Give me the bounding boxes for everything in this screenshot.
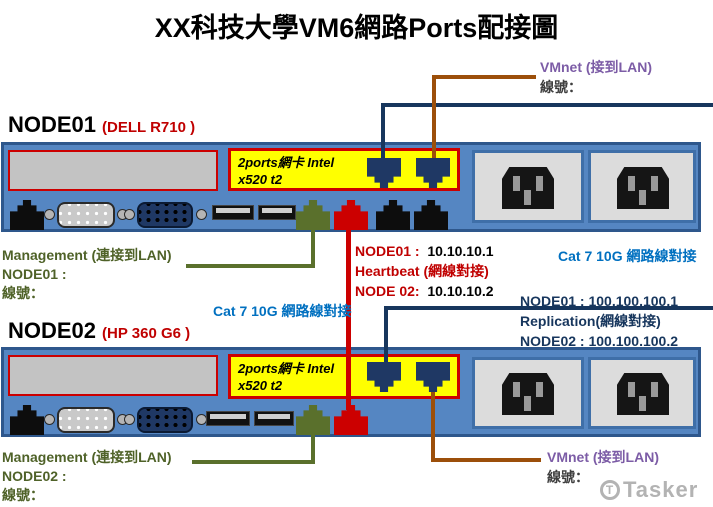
replication-cable-vertical: [384, 306, 388, 366]
node02-vga-port-icon: [137, 407, 193, 433]
node01-management-line1: Management (連接到LAN): [2, 247, 172, 263]
node02-psu2-power-inlet-icon: [617, 373, 669, 415]
management-cable-vertical-node01: [311, 228, 315, 268]
management-cable-vertical-node02: [311, 430, 315, 463]
vmnet-top-wire-number: 線號：: [540, 79, 582, 95]
replication-cable-horizontal: [386, 306, 713, 310]
node01-management-line2: NODE01 :: [2, 266, 67, 282]
node02-name: NODE02: [8, 318, 97, 343]
node02-nic-label-line1: 2ports網卡 Intel: [238, 361, 335, 376]
node02-usb-port2-icon: [254, 411, 294, 426]
cat7-label-right: Cat 7 10G 網路線對接: [558, 248, 697, 264]
node01-management-line3: 線號：: [2, 285, 44, 301]
node02-management-label: Management (連接到LAN) NODE02 : 線號：: [2, 448, 172, 505]
heartbeat-node02-ip: 10.10.10.2: [427, 283, 494, 299]
management-cable-horizontal-node01: [186, 264, 315, 268]
diagram-title: XX科技大學VM6網路Ports配接圖: [154, 13, 559, 43]
heartbeat-cable-red: [346, 228, 351, 410]
node01-vga-screw-left: [124, 209, 135, 220]
node01-nic-label-line2: x520 t2: [238, 172, 283, 187]
node02-usb-port1-icon: [206, 411, 250, 426]
node01-header: NODE01 (DELL R710 ): [8, 112, 195, 138]
vmnet-bottom-label: VMnet (接到LAN): [547, 449, 659, 465]
node01-psu1-power-inlet-icon: [502, 167, 554, 209]
node01-psu2: [588, 150, 696, 223]
node01-drive-bay-panel: [8, 150, 218, 191]
node01-nic-box: 2ports網卡 Intel x520 t2: [228, 148, 460, 191]
vmnet-cable-brown-vertical-node02: [431, 392, 435, 461]
vmnet-cable-navy-vertical-node01: [381, 103, 385, 160]
replication-node02-ip: NODE02 : 100.100.100.2: [520, 333, 678, 349]
node02-psu1-power-inlet-icon: [502, 373, 554, 415]
tasker-logo-icon: T: [600, 480, 620, 500]
node01-psu2-power-inlet-icon: [617, 167, 669, 209]
node02-management-line2: NODE02 :: [2, 468, 67, 484]
node02-drive-bay-panel: [8, 355, 218, 396]
vmnet-cable-navy-horizontal-node01: [383, 103, 713, 107]
node01-name: NODE01: [8, 112, 97, 137]
vmnet-cable-brown-horizontal-node01: [434, 75, 536, 79]
node02-serial-port-icon: [57, 407, 115, 433]
node02-psu1: [472, 357, 584, 429]
node02-nic-label-line2: x520 t2: [238, 378, 283, 393]
heartbeat-node02-label: NODE 02:: [355, 283, 420, 299]
replication-title: Replication(網線對接): [520, 313, 661, 329]
heartbeat-node01-ip: 10.10.10.1: [427, 243, 494, 259]
vmnet-top-label: VMnet (接到LAN): [540, 59, 652, 75]
node02-header: NODE02 (HP 360 G6 ): [8, 318, 190, 344]
watermark-logo: T Tasker: [600, 477, 698, 503]
node02-model: (HP 360 G6 ): [102, 325, 191, 342]
node01-psu1: [472, 150, 584, 223]
node01-nic-label-line1: 2ports網卡 Intel: [238, 155, 335, 170]
heartbeat-title: Heartbeat (網線對接): [355, 263, 489, 279]
node02-serial-screw-left: [44, 414, 55, 425]
replication-info-block: NODE01 : 100.100.100.1 Replication(網線對接)…: [520, 291, 678, 351]
node01-vga-port-icon: [137, 202, 193, 228]
node01-serial-screw-left: [44, 209, 55, 220]
replication-node01-ip: NODE01 : 100.100.100.1: [520, 293, 678, 309]
heartbeat-node01-label: NODE01 :: [355, 243, 420, 259]
node01-usb-port1-icon: [212, 205, 254, 220]
vmnet-bottom-wire-number: 線號：: [547, 469, 589, 485]
watermark-text: Tasker: [623, 477, 699, 502]
node01-usb-port2-icon: [258, 205, 296, 220]
heartbeat-info-block: NODE01 : 10.10.10.1 Heartbeat (網線對接) NOD…: [355, 241, 494, 301]
node02-management-line1: Management (連接到LAN): [2, 449, 172, 465]
node01-management-label: Management (連接到LAN) NODE01 : 線號：: [2, 246, 172, 303]
node02-psu2: [588, 357, 696, 429]
node02-management-line3: 線號：: [2, 487, 44, 503]
management-cable-horizontal-node02: [192, 460, 315, 464]
node01-vga-screw-right: [196, 209, 207, 220]
vmnet-cable-brown-horizontal-node02: [431, 458, 541, 462]
cat7-label-left: Cat 7 10G 網路線對接: [213, 303, 352, 319]
node01-serial-port-icon: [57, 202, 115, 228]
node02-vga-screw-left: [124, 414, 135, 425]
node02-nic-box: 2ports網卡 Intel x520 t2: [228, 354, 460, 399]
node01-model: (DELL R710 ): [102, 119, 196, 136]
vmnet-cable-brown-vertical-node01: [432, 75, 436, 160]
